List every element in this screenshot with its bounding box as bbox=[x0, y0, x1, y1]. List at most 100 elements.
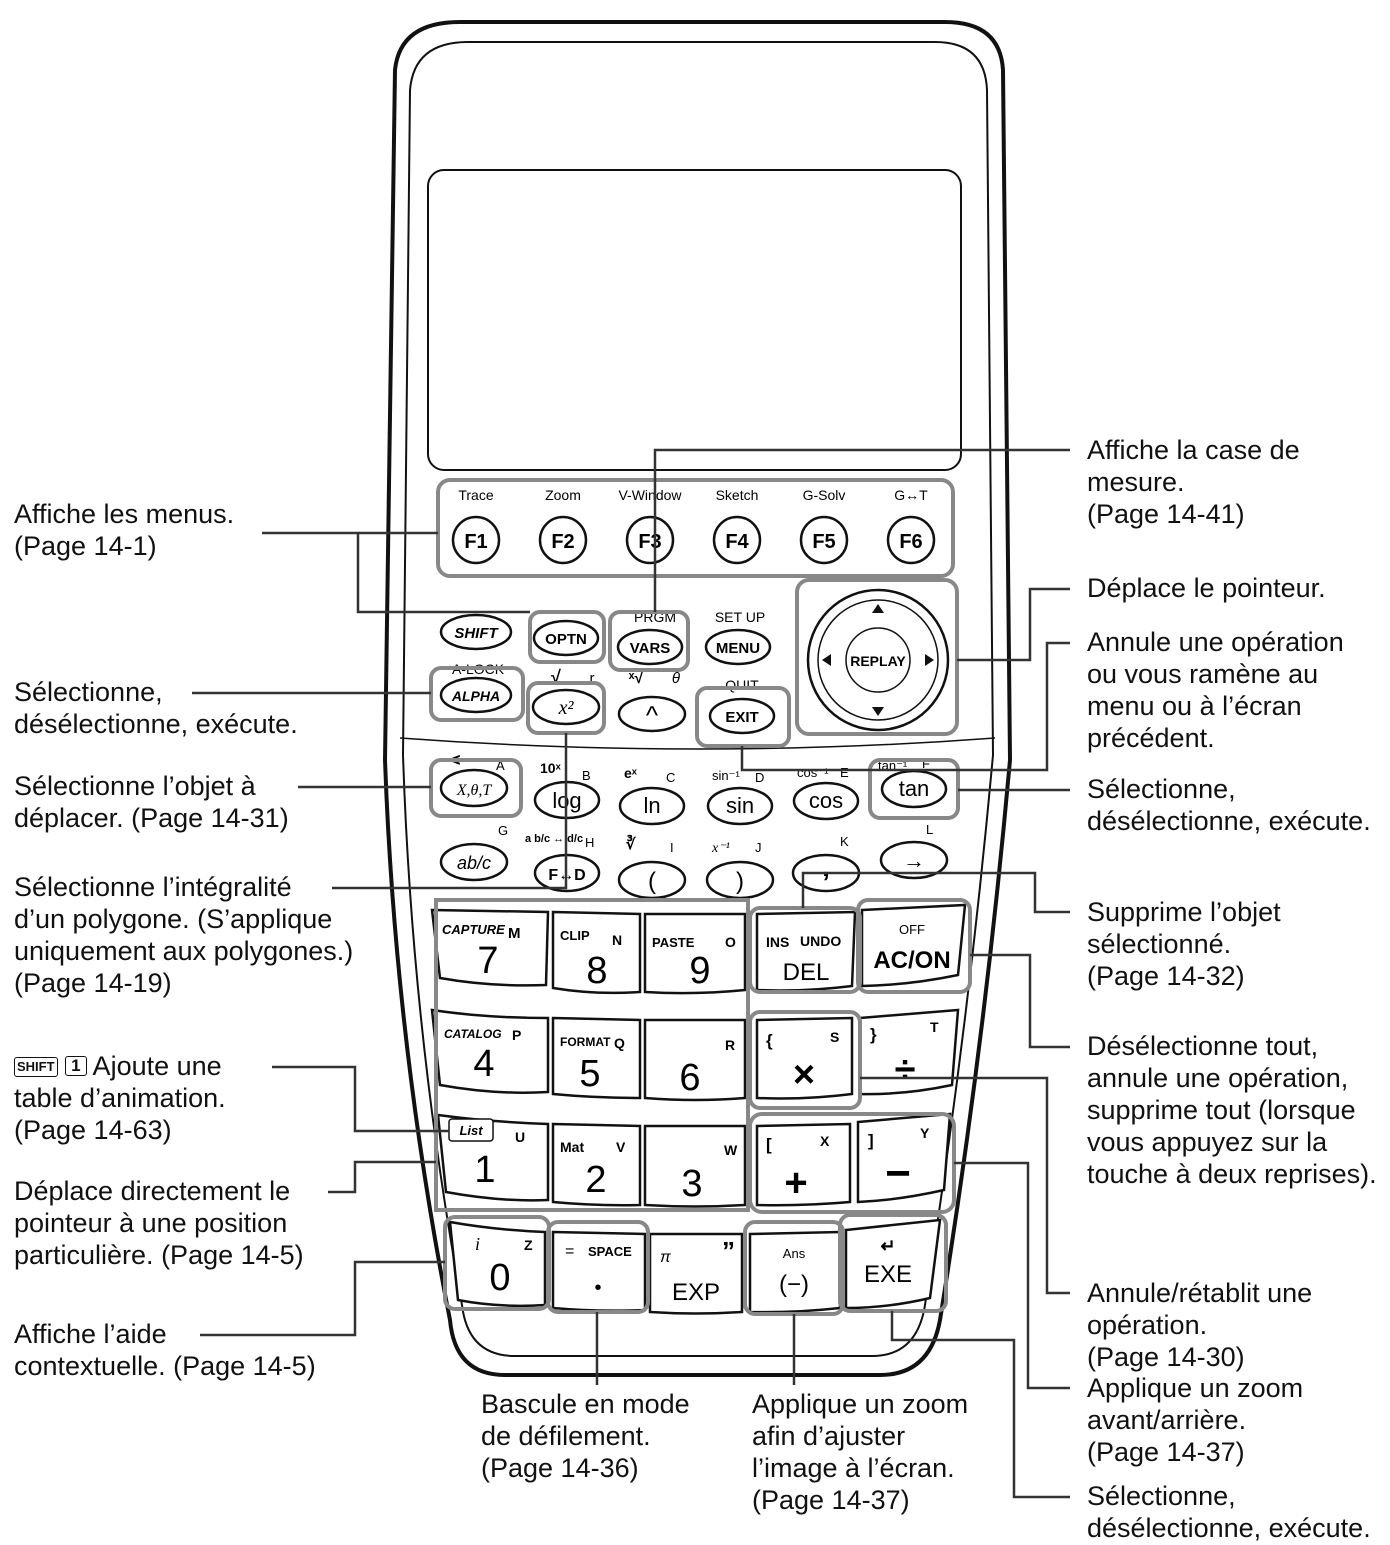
key-label: Ans bbox=[783, 1246, 806, 1261]
cos-key bbox=[792, 781, 860, 821]
key-label: AC/ON bbox=[873, 947, 950, 974]
key-label: R bbox=[725, 1037, 735, 1053]
key-label: List bbox=[459, 1123, 483, 1138]
dpad-inner bbox=[817, 599, 939, 721]
annotation-select-left: Sélectionne,désélectionne, exécute. bbox=[14, 677, 298, 739]
leader-measure bbox=[653, 448, 1070, 612]
leader-deselect-all bbox=[970, 953, 1070, 1049]
minus-key bbox=[856, 1112, 952, 1204]
key-label: CLIP bbox=[560, 928, 590, 943]
key-2 bbox=[551, 1122, 642, 1207]
function-key-label: F1 bbox=[464, 531, 487, 553]
key-label: ln bbox=[643, 793, 660, 818]
key-label-setup: SET UP bbox=[715, 609, 765, 625]
store-key bbox=[879, 840, 949, 880]
key-label: INS bbox=[766, 934, 789, 950]
key-label: Z bbox=[524, 1237, 533, 1253]
key-label: ALPHA bbox=[451, 688, 500, 704]
key-label: 1 bbox=[474, 1149, 495, 1191]
key-label: ] bbox=[868, 1131, 874, 1150]
key-label: OPTN bbox=[545, 631, 587, 648]
key-label: 8 bbox=[586, 950, 607, 992]
function-keys-highlight bbox=[436, 478, 955, 578]
function-key-5 bbox=[799, 515, 849, 565]
shift-key bbox=[439, 613, 513, 651]
key-label: EXE bbox=[864, 1261, 912, 1288]
key-label: D bbox=[755, 770, 764, 785]
leader-pointer bbox=[957, 587, 1070, 662]
leader-help bbox=[200, 1260, 445, 1337]
key-label: ” bbox=[722, 1236, 735, 1266]
optn-key bbox=[532, 619, 600, 657]
menu-key bbox=[704, 628, 772, 666]
key-label: 5 bbox=[579, 1053, 600, 1095]
sin-key bbox=[706, 786, 774, 826]
key-label: UNDO bbox=[800, 933, 841, 949]
key-label: PASTE bbox=[652, 935, 695, 950]
key-label: EXIT bbox=[725, 709, 758, 726]
key-4 bbox=[430, 1008, 550, 1094]
key-label: REPLAY bbox=[850, 653, 906, 669]
key-label: E bbox=[840, 765, 849, 780]
key-label: O bbox=[725, 934, 736, 950]
key-3 bbox=[643, 1124, 747, 1208]
function-key-3 bbox=[625, 515, 675, 565]
plus-key bbox=[755, 1122, 852, 1207]
key-label: tan bbox=[899, 776, 930, 801]
key-label: sin bbox=[726, 793, 754, 818]
screen bbox=[427, 169, 962, 471]
key-label: M bbox=[508, 925, 521, 942]
function-key-6 bbox=[886, 515, 936, 565]
key-label: × bbox=[793, 1054, 815, 1096]
key-label: 10ˣ bbox=[540, 760, 562, 776]
power-key bbox=[617, 695, 687, 733]
annotation-menus: Affiche les menus.(Page 14-1) bbox=[14, 499, 235, 561]
function-key-label: F3 bbox=[638, 531, 661, 553]
alpha-key bbox=[439, 676, 513, 714]
one-key-icon: 1 bbox=[65, 1056, 87, 1076]
key-label: sin⁻¹ bbox=[712, 768, 740, 783]
function-key-sublabel: Sketch bbox=[716, 487, 759, 503]
shift-key-icon: SHIFT bbox=[14, 1057, 58, 1077]
key-label: , bbox=[822, 851, 830, 882]
key-label: P bbox=[512, 1027, 521, 1043]
key-label: x⁻¹ bbox=[711, 841, 730, 856]
dpad: REPLAY bbox=[795, 578, 959, 736]
ln-key bbox=[618, 786, 686, 826]
key-label: 2 bbox=[585, 1159, 606, 1201]
key-label: ) bbox=[736, 868, 744, 895]
key-label: 0 bbox=[489, 1257, 510, 1299]
leader-zoom bbox=[954, 1161, 1070, 1390]
function-key-sublabel: G-Solv bbox=[803, 487, 846, 503]
function-key-sublabel: G↔T bbox=[894, 487, 928, 503]
annotation-select-bottom: Sélectionne,désélectionne, exécute. bbox=[1087, 1481, 1371, 1543]
key-label: 4 bbox=[473, 1043, 494, 1085]
fraction-key bbox=[439, 842, 509, 882]
key-label: U bbox=[515, 1129, 525, 1145]
annotation-pointer: Déplace le pointeur. bbox=[1087, 573, 1326, 603]
key-label: ∛ bbox=[626, 834, 636, 853]
vars-key bbox=[616, 628, 684, 666]
key-label: J bbox=[755, 840, 762, 855]
function-key-sublabel: Trace bbox=[458, 487, 493, 503]
function-key-label: F5 bbox=[812, 531, 835, 553]
key-label: N bbox=[612, 932, 622, 948]
multiply-key bbox=[755, 1016, 854, 1100]
key-label: → bbox=[903, 848, 925, 873]
function-key-2 bbox=[538, 515, 588, 565]
leader-polygon bbox=[332, 733, 568, 890]
dpad-right-arrow bbox=[925, 654, 934, 666]
keypad-divider bbox=[399, 737, 996, 750]
exe-key bbox=[844, 1218, 942, 1310]
dpad-down-arrow bbox=[872, 707, 884, 716]
calculator-body-inner bbox=[401, 41, 995, 1357]
key-label: ÷ bbox=[895, 1049, 916, 1091]
exp-key bbox=[648, 1232, 744, 1315]
leader-select-bottom bbox=[890, 1311, 1070, 1499]
leader-delete bbox=[801, 871, 1070, 914]
key-label: X bbox=[820, 1133, 830, 1149]
key-label: VARS bbox=[630, 640, 671, 657]
